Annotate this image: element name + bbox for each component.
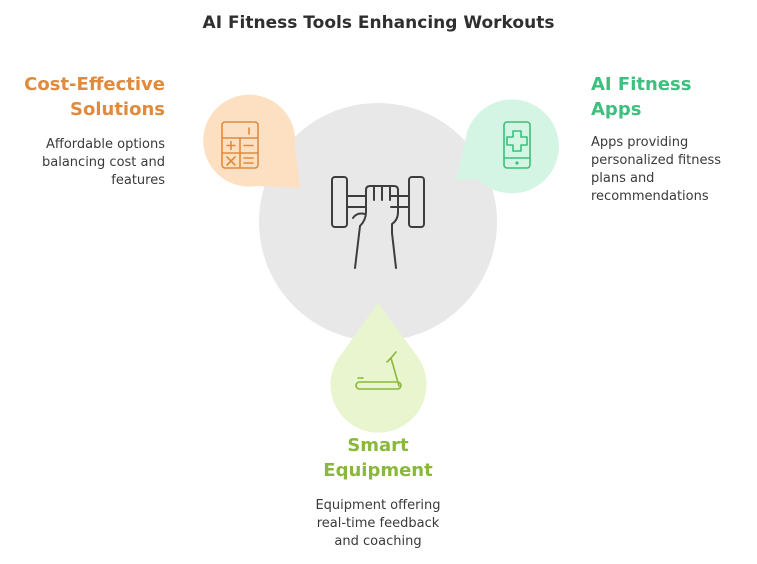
cost-heading-line: Cost-Effective <box>24 74 165 95</box>
equip-heading-line: Smart <box>347 435 409 456</box>
apps-description: Apps providing personalized fitness plan… <box>591 134 721 206</box>
dumbbell-hand-icon <box>331 176 425 269</box>
apps-desc-line: plans and <box>591 171 655 186</box>
phone-medical-icon <box>503 121 531 169</box>
equip-drop <box>330 303 427 433</box>
apps-drop <box>456 99 559 194</box>
calculator-icon <box>221 121 259 169</box>
cost-desc-line: features <box>111 173 165 188</box>
cost-desc-line: Affordable options <box>45 137 165 152</box>
equip-desc-line: Equipment offering <box>315 498 441 513</box>
equip-description: Equipment offering real-time feedback an… <box>268 497 488 551</box>
equip-desc-line: real-time feedback <box>316 516 440 531</box>
equip-heading-line: Equipment <box>323 460 433 481</box>
center-circle <box>259 103 497 341</box>
apps-heading-line: AI Fitness <box>591 74 692 95</box>
apps-desc-line: Apps providing <box>591 135 689 150</box>
apps-heading-line: Apps <box>591 99 642 120</box>
cost-heading: Cost-Effective Solutions <box>24 72 165 122</box>
apps-desc-line: personalized fitness <box>591 153 722 168</box>
equip-heading: Smart Equipment <box>278 433 478 483</box>
cost-desc-line: balancing cost and <box>42 155 165 170</box>
equip-desc-line: and coaching <box>334 534 422 549</box>
cost-description: Affordable options balancing cost and fe… <box>42 136 165 190</box>
cost-heading-line: Solutions <box>70 99 165 120</box>
treadmill-icon <box>355 351 402 390</box>
apps-heading: AI Fitness Apps <box>591 72 691 122</box>
cost-drop <box>203 94 300 188</box>
page-title: AI Fitness Tools Enhancing Workouts <box>202 13 555 33</box>
apps-desc-line: recommendations <box>591 189 709 204</box>
